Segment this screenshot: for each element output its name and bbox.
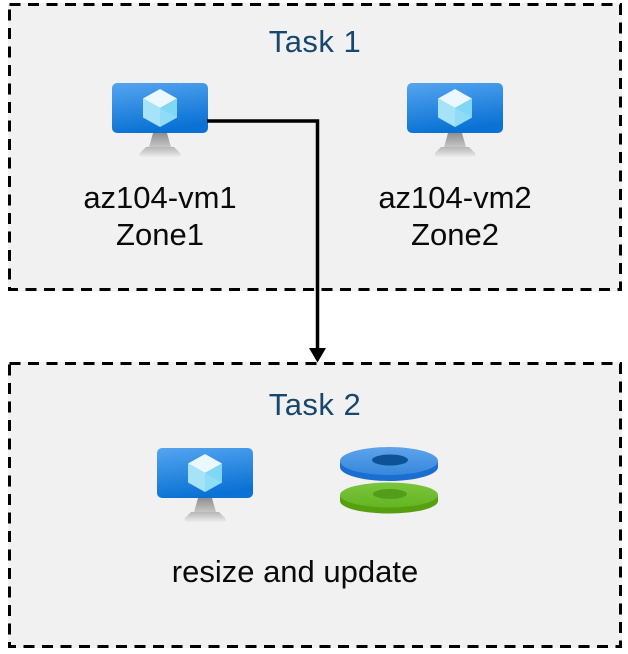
vm2-name: az104-vm2 [378,180,532,215]
vm2-label: az104-vm2 Zone2 [330,179,580,253]
virtual-machine-icon [157,448,253,522]
vm1-name: az104-vm1 [83,180,237,215]
virtual-machine-icon [112,83,208,157]
virtual-machine-icon [407,83,503,157]
task2-title: Task 2 [268,387,362,422]
arrowhead-icon [309,348,326,363]
task2-box: Task 2 resize and update [8,362,622,648]
vm1-label: az104-vm1 Zone1 [35,179,285,253]
task2-caption: resize and update [171,554,419,589]
vm1-zone: Zone1 [116,217,204,252]
managed-disks-icon [338,444,440,519]
vm2-zone: Zone2 [411,217,499,252]
task1-box: Task 1 az104-vm1 Zone1 az104-vm2 Zone2 [8,3,622,291]
task1-title: Task 1 [268,24,362,59]
